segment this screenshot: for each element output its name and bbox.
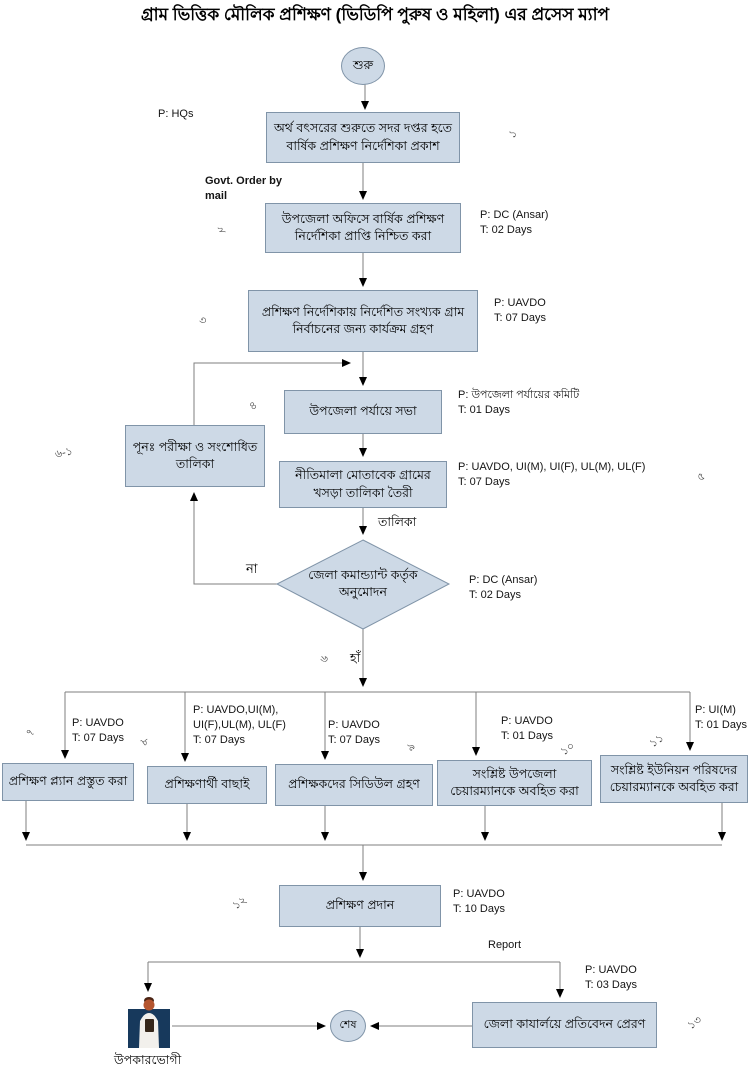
step-inform-union-chairman-label: সংশ্লিষ্ট ইউনিয়ন পরিষদের চেয়ারম্যানকে … — [609, 762, 739, 795]
ann-pt-4: P: উপজেলা পর্যায়ের কমিটি T: 01 Days — [458, 389, 580, 416]
step-publish-directive-label: অর্থ বৎসরের শুরুতে সদর দপ্তর হতে বার্ষিক… — [273, 121, 453, 153]
beneficiary-caption: উপকারভোগী — [114, 1053, 182, 1067]
ann-pt-8: P: UAVDO,UI(M), UI(F),UL(M), UL(F) T: 07… — [193, 704, 286, 746]
step-trainee-selection-label: প্রশিক্ষণার্থী বাছাই — [164, 777, 250, 792]
step-redo-revised-list-label: পূনঃ পরীক্ষা ও সংশোধিত তালিকা — [132, 439, 258, 472]
step-confirm-receipt: উপজেলা অফিসে বার্ষিক প্রশিক্ষণ নির্দেশিক… — [265, 203, 461, 253]
step-upazila-meeting: উপজেলা পর্যায়ে সভা — [284, 390, 442, 434]
edge-redo-rejoin — [193, 359, 351, 425]
step-trainer-schedule: প্রশিক্ষকদের সিডিউল গ্রহণ — [275, 764, 433, 806]
step-publish-directive: অর্থ বৎসরের শুরুতে সদর দপ্তর হতে বার্ষিক… — [266, 112, 460, 163]
ann-report: Report — [488, 939, 522, 951]
ann-pt-3: P: UAVDO T: 07 Days — [494, 297, 546, 324]
step-redo-revised-list: পূনঃ পরীক্ষা ও সংশোধিত তালিকা — [125, 425, 265, 487]
step-inform-upazila-chairman: সংশ্লিষ্ট উপজেলা চেয়ারম্যানকে অবহিত করা — [437, 760, 592, 806]
page-title: গ্রাম ভিত্তিক মৌলিক প্রশিক্ষণ (ভিডিপি পু… — [140, 5, 610, 24]
edge-decision-no — [190, 492, 277, 585]
ann-pt-2: P: DC (Ansar) T: 02 Days — [480, 209, 549, 236]
ann-govt-order: Govt. Order by mail — [205, 175, 283, 202]
step-upazila-meeting-label: উপজেলা পর্যায়ে সভা — [309, 404, 417, 419]
start-label: শুরু — [352, 58, 374, 73]
decision-dc-approval-label: জেলা কমান্ড্যান্ট কর্তৃক অনুমোদন — [308, 568, 418, 599]
ann-p-hqs: P: HQs — [158, 108, 194, 120]
step-send-report: জেলা কাযার্লয়ে প্রতিবেদন প্রেরণ — [472, 1002, 657, 1048]
ann-pt-13: P: UAVDO T: 03 Days — [585, 964, 637, 991]
step-send-report-label: জেলা কাযার্লয়ে প্রতিবেদন প্রেরণ — [483, 1017, 646, 1032]
step-inform-upazila-chairman-label: সংশ্লিষ্ট উপজেলা চেয়ারম্যানকে অবহিত করা — [450, 766, 579, 799]
edge-label-no: না — [246, 561, 258, 576]
step-draft-list: নীতিমালা মোতাবেক গ্রামের খসড়া তালিকা তৈ… — [279, 461, 447, 508]
step-conduct-training: প্রশিক্ষণ প্রদান — [279, 885, 441, 927]
step-trainee-selection: প্রশিক্ষণার্থী বাছাই — [147, 766, 267, 804]
step-prepare-training-plan-label: প্রশিক্ষণ প্ল্যান প্রস্তুত করা — [8, 774, 128, 789]
beneficiary-figure — [126, 996, 172, 1053]
ann-pt-11: P: UI(M) T: 01 Days — [695, 704, 747, 731]
step-confirm-receipt-label: উপজেলা অফিসে বার্ষিক প্রশিক্ষণ নির্দেশিক… — [281, 211, 445, 244]
ann-pt-6: P: DC (Ansar) T: 02 Days — [469, 574, 538, 601]
start-terminator: শুরু — [341, 47, 385, 85]
step-inform-union-chairman: সংশ্লিষ্ট ইউনিয়ন পরিষদের চেয়ারম্যানকে … — [600, 755, 748, 803]
ann-pt-10: P: UAVDO T: 01 Days — [501, 715, 553, 742]
step-conduct-training-label: প্রশিক্ষণ প্রদান — [325, 898, 395, 913]
edge-label-yes: হাঁ — [350, 651, 361, 665]
end-label: শেষ — [339, 1019, 357, 1032]
end-terminator: শেষ — [330, 1010, 366, 1042]
connector-lines — [22, 84, 726, 1030]
step-village-selection-label: প্রশিক্ষণ নির্দেশিকায় নির্দেশিত সংখ্যক … — [261, 304, 465, 337]
step-draft-list-label: নীতিমালা মোতাবেক গ্রামের খসড়া তালিকা তৈ… — [295, 468, 431, 500]
ann-pt-5: P: UAVDO, UI(M), UI(F), UL(M), UL(F) T: … — [458, 461, 646, 488]
decision-diamond — [275, 539, 451, 630]
ann-pt-7: P: UAVDO T: 07 Days — [72, 717, 124, 744]
step-number-6-1: ৬-১ — [53, 445, 74, 461]
step-prepare-training-plan: প্রশিক্ষণ প্ল্যান প্রস্তুত করা — [2, 763, 134, 801]
beneficiary-person-icon — [128, 997, 170, 1048]
decision-dc-approval: জেলা কমান্ড্যান্ট কর্তৃক অনুমোদন — [295, 549, 431, 619]
ann-pt-12: P: UAVDO T: 10 Days — [453, 888, 505, 915]
ann-pt-9: P: UAVDO T: 07 Days — [328, 719, 380, 746]
step-village-selection: প্রশিক্ষণ নির্দেশিকায় নির্দেশিত সংখ্যক … — [248, 290, 478, 352]
edge-label-talika: তালিকা — [378, 515, 417, 529]
step-trainer-schedule-label: প্রশিক্ষকদের সিডিউল গ্রহণ — [288, 777, 420, 792]
